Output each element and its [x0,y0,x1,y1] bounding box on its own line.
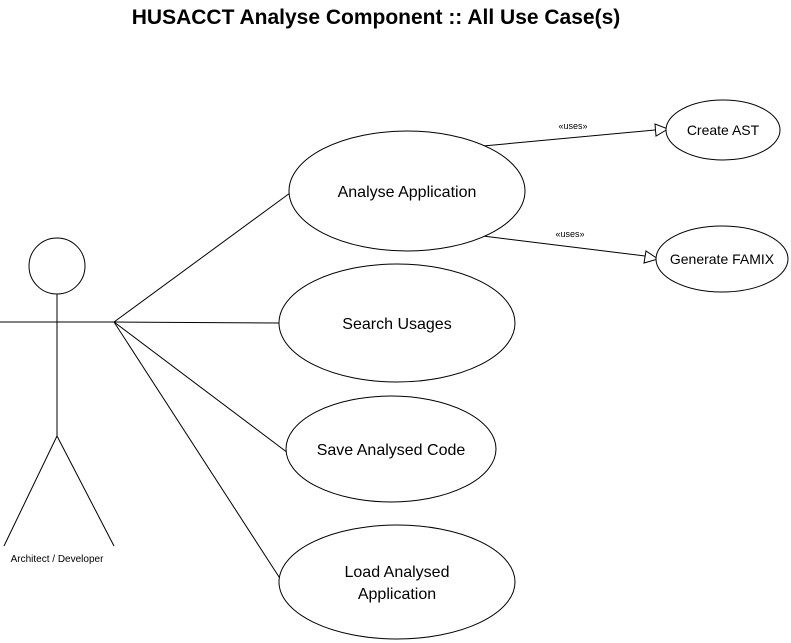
actor-label: Architect / Developer [11,554,104,565]
use-case-search-usages[interactable]: Search Usages [278,263,516,383]
use-case-label: Generate FAMIX [670,251,775,267]
arrowhead-generate-famix [643,250,660,264]
association-search-usages [113,321,280,324]
arrowhead-create-ast [654,123,670,137]
actor-architect-developer: Architect / Developer [0,237,115,565]
actor-associations [113,192,291,581]
association-load-analysed-application [113,321,282,581]
use-case-label-line1: Load Analysed [345,564,450,581]
actor-head [28,237,86,295]
actor-left-leg [3,435,58,547]
diagram-title: HUSACCT Analyse Component :: All Use Cas… [132,6,621,29]
uses-label-generate-famix: «uses» [555,229,584,239]
use-case-label: Analyse Application [338,184,477,201]
use-case-create-ast[interactable]: Create AST [665,99,781,161]
uses-line-create-ast [482,129,656,147]
actor-right-leg [56,435,115,547]
use-case-analyse-application[interactable]: Analyse Application [288,130,526,252]
uses-generate-famix-dependency: «uses» [482,229,660,264]
use-case-ellipse [655,225,789,293]
use-case-ellipse [278,263,516,383]
use-case-label: Save Analysed Code [317,442,466,459]
use-case-label-line2: Application [358,586,436,603]
use-case-generate-famix[interactable]: Generate FAMIX [655,225,789,293]
use-case-ellipse [288,130,526,252]
association-analyse-application [113,192,291,323]
use-case-ellipse [278,524,516,640]
uses-line-generate-famix [482,235,646,257]
use-case-label: Search Usages [342,316,451,333]
use-case-save-analysed-code[interactable]: Save Analysed Code [285,395,497,503]
uses-create-ast-dependency: «uses» [482,121,670,147]
use-case-label: Create AST [687,122,760,138]
association-save-analysed-code [113,321,289,454]
use-case-load-analysed-application[interactable]: Load Analysed Application [278,524,516,640]
uses-label-create-ast: «uses» [558,121,587,131]
use-case-ellipse [665,99,781,161]
use-case-ellipse [285,395,497,503]
